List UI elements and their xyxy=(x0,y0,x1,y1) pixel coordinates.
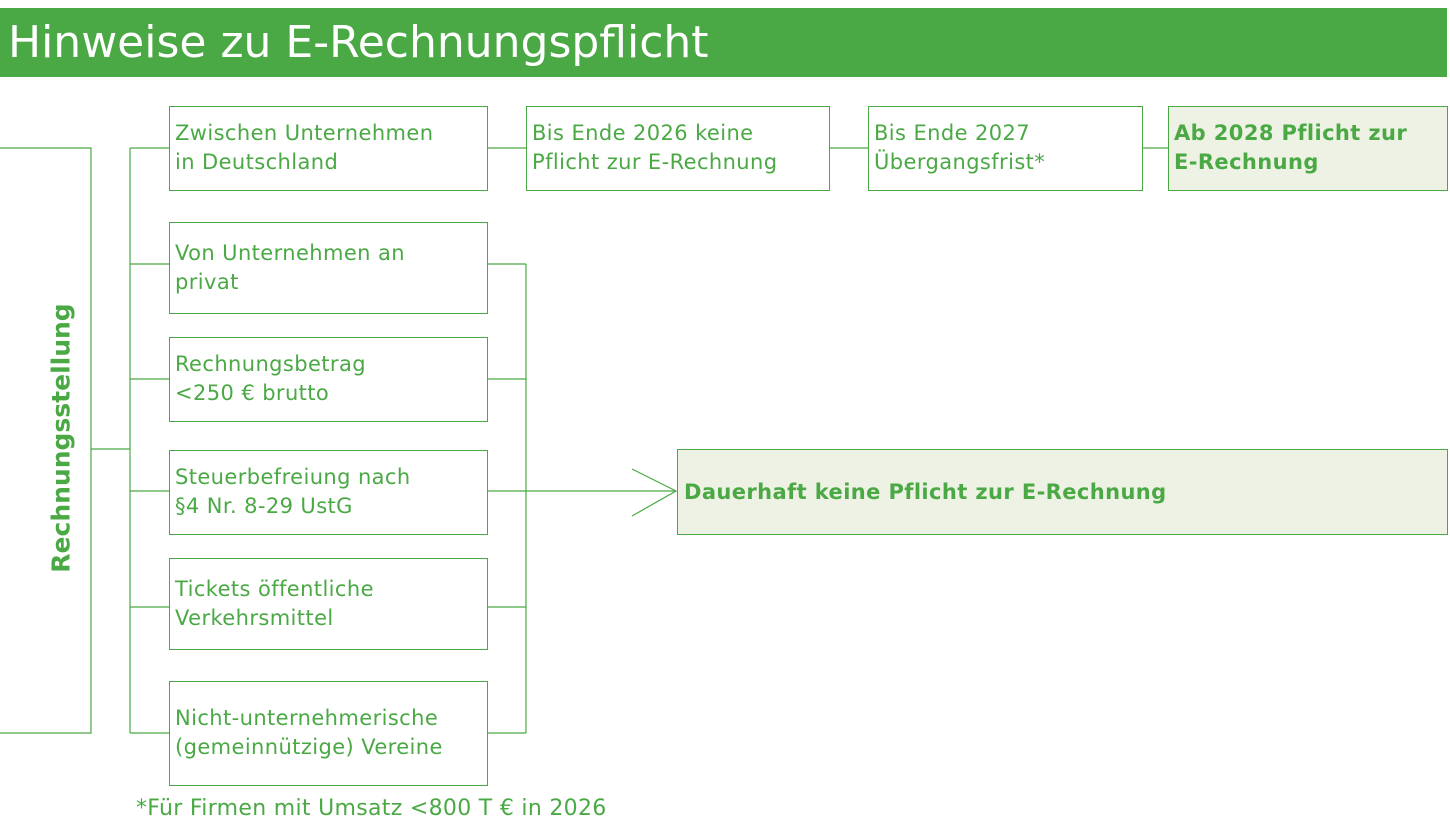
box-permanent-exemption: Dauerhaft keine Pflicht zur E-Rechnung xyxy=(677,449,1448,535)
arrow-head xyxy=(631,468,678,517)
box-tax-exemption: Steuerbefreiung nach§4 Nr. 8-29 UstG xyxy=(169,450,488,535)
page-title: Hinweise zu E-Rechnungspflicht xyxy=(0,8,1447,77)
box-invoice-amount: Rechnungsbetrag<250 € brutto xyxy=(169,337,488,422)
box-nonprofit-clubs: Nicht-unternehmerische(gemeinnützige) Ve… xyxy=(169,681,488,786)
footnote: *Für Firmen mit Umsatz <800 T € in 2026 xyxy=(136,796,607,821)
root-label: Rechnungsstellung xyxy=(46,303,76,573)
root-bracket xyxy=(0,147,92,734)
